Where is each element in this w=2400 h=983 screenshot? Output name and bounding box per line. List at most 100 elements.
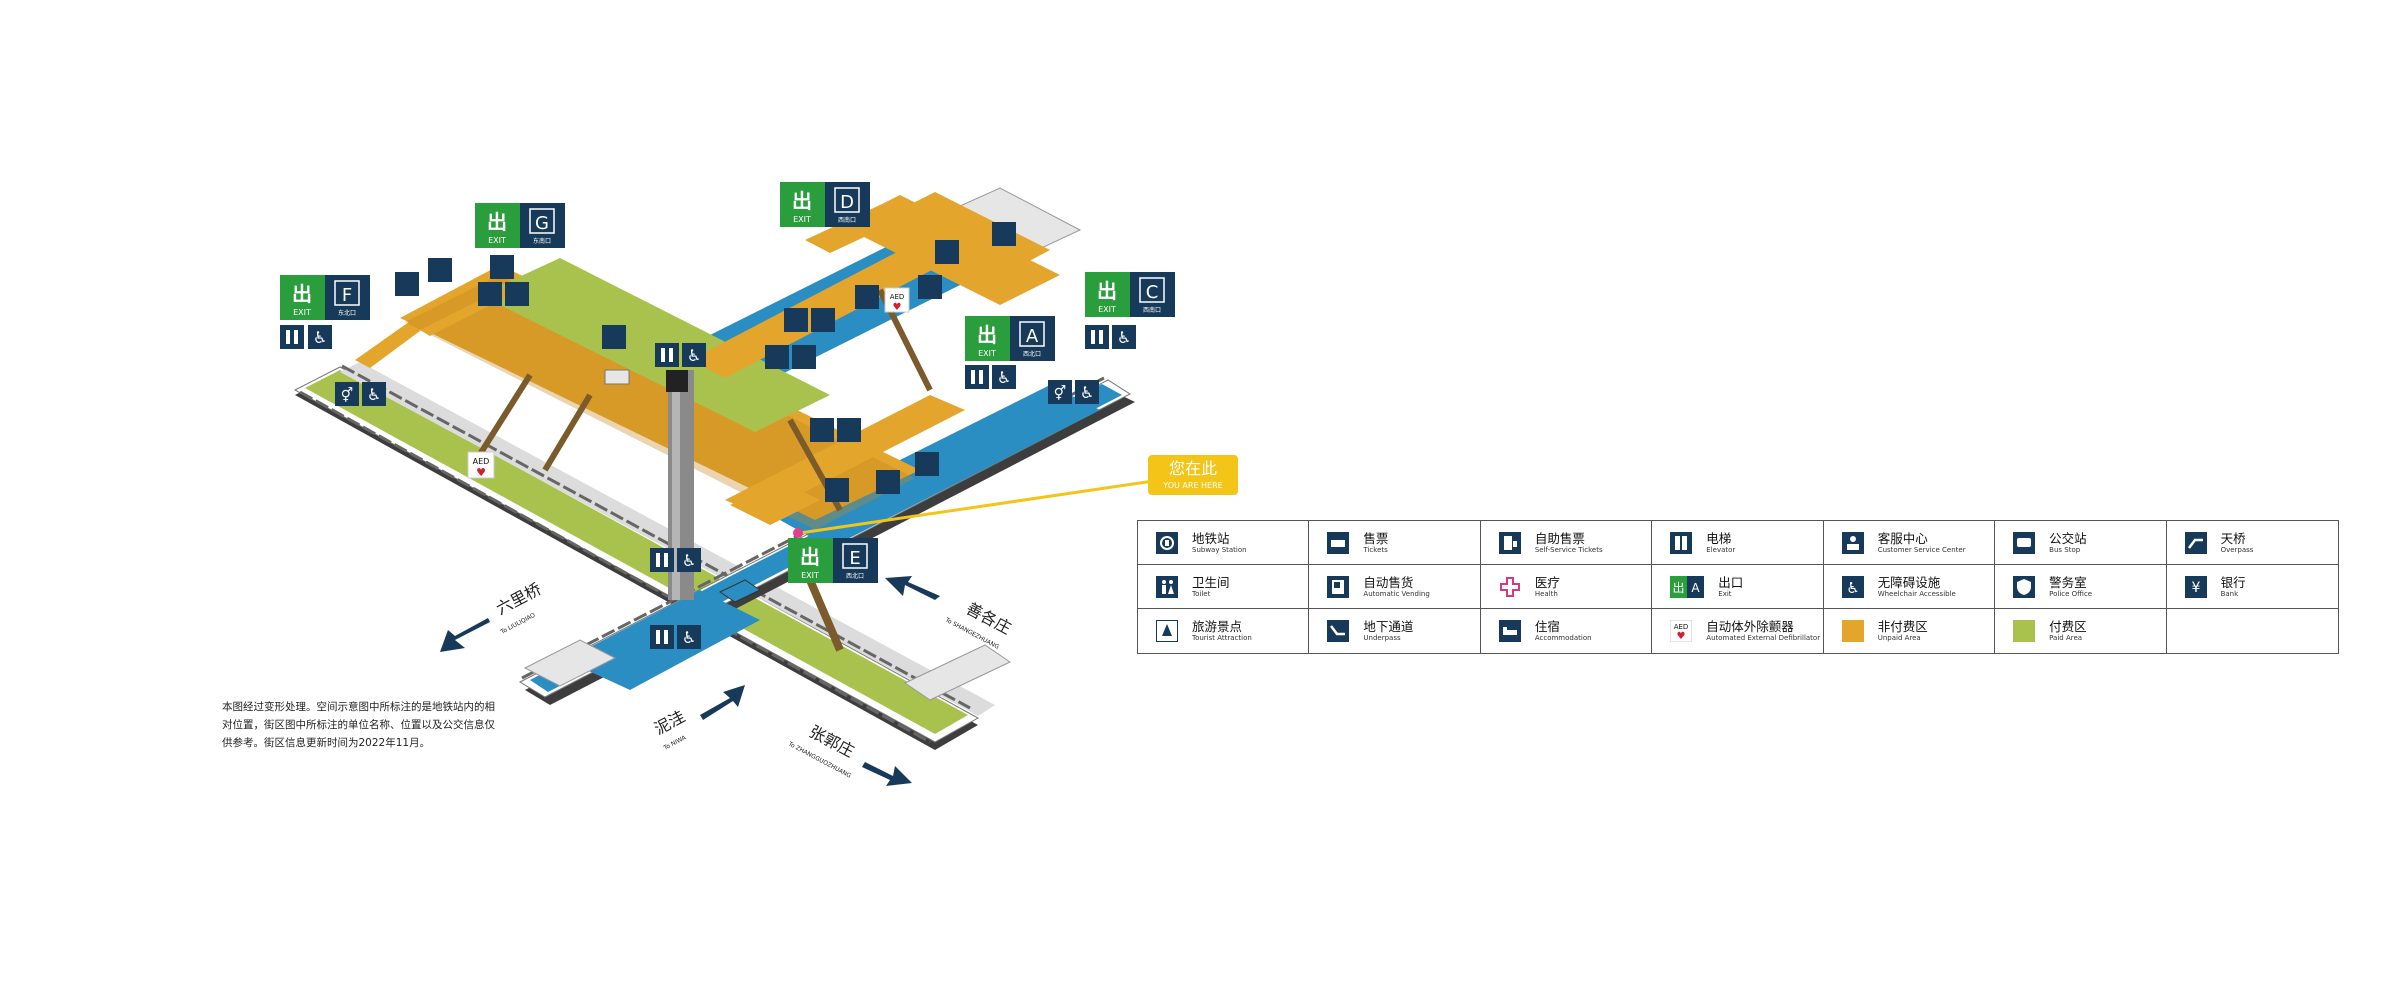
- legend-label-zh: 自动售货: [1363, 574, 1414, 590]
- legend-label-en: Underpass: [1363, 634, 1401, 642]
- platform-east: [780, 385, 1100, 548]
- toilet-icon: ⚥: [335, 382, 359, 406]
- svg-text:EXIT: EXIT: [293, 308, 311, 317]
- legend-label-en: Paid Area: [2049, 634, 2083, 642]
- svg-text:♥: ♥: [893, 302, 902, 313]
- svg-text:♥: ♥: [476, 466, 486, 479]
- exit-f-sign[interactable]: 出 EXIT F 东北口: [280, 275, 370, 320]
- station-map: 您在此 YOU ARE HERE 出 EXIT G 东南口 出 EXIT F 东…: [280, 182, 1238, 786]
- svg-text:出: 出: [1673, 581, 1685, 595]
- legend-label-en: Subway Station: [1192, 545, 1247, 554]
- exit-c-sign[interactable]: 出 EXIT C 西南口: [1085, 272, 1175, 317]
- svg-text:F: F: [342, 285, 352, 306]
- legend-label-zh: 警务室: [2049, 574, 2087, 590]
- paid-area-swatch: [2013, 620, 2036, 642]
- svg-text:西南口: 西南口: [1143, 306, 1161, 314]
- svg-text:AED: AED: [1674, 623, 1689, 631]
- legend-label-en: Wheelchair Accessible: [1877, 589, 1956, 598]
- legend-label-zh: 银行: [2220, 574, 2246, 590]
- svg-text:西北口: 西北口: [846, 572, 864, 580]
- bank-icon: ¥: [2184, 575, 2207, 598]
- wheelchair-icon: ♿: [677, 625, 701, 649]
- legend-label-en: Accommodation: [1534, 634, 1592, 642]
- svg-text:♿: ♿: [313, 328, 327, 347]
- overpass-icon: [2184, 531, 2207, 554]
- you-are-here-en: YOU ARE HERE: [1162, 481, 1222, 490]
- legend-label-en: Self-Service Tickets: [1534, 545, 1603, 554]
- direction-niwa: 泥洼 To NIWA: [651, 685, 745, 752]
- svg-text:♿: ♿: [367, 385, 381, 404]
- legend-label-en: Police Office: [2049, 589, 2093, 598]
- exit-e-sign[interactable]: 出 EXIT E 西北口: [788, 538, 878, 583]
- svg-text:EXIT: EXIT: [801, 571, 819, 580]
- legend-label-en: Health: [1534, 589, 1558, 598]
- lower-level: [293, 362, 995, 750]
- svg-text:AED: AED: [890, 293, 905, 301]
- self-service-tickets-icon: [490, 255, 514, 279]
- exit-d-sign[interactable]: 出 EXIT D 西南口: [780, 182, 870, 227]
- svg-text:C: C: [1146, 282, 1159, 303]
- legend-label-zh: 出口: [1718, 574, 1744, 590]
- svg-text:To NIWA: To NIWA: [662, 734, 688, 752]
- legend-label-en: Automated External Defibrillator: [1706, 634, 1821, 642]
- legend-label-zh: 付费区: [2049, 619, 2087, 634]
- vending-icon: [1327, 575, 1350, 598]
- aed-icon: AED ♥: [467, 451, 495, 479]
- bus-stop-icon: [2013, 531, 2036, 554]
- legend-label-zh: 天桥: [2220, 530, 2246, 546]
- svg-text:出: 出: [800, 545, 820, 569]
- svg-text:出: 出: [977, 323, 997, 347]
- aed-icon: AED ♥: [884, 287, 910, 313]
- legend-label-en: Tourist Attraction: [1192, 634, 1252, 642]
- toilet-icon: [1156, 575, 1178, 598]
- elevator-icon: [1670, 531, 1693, 554]
- svg-text:出: 出: [792, 189, 812, 213]
- svg-text:EXIT: EXIT: [488, 236, 506, 245]
- wheelchair-icon: ♿: [308, 325, 332, 349]
- svg-text:♿: ♿: [1117, 328, 1131, 347]
- legend-label-zh: 电梯: [1706, 530, 1732, 546]
- subway-station-icon: [1156, 531, 1178, 554]
- svg-text:西南口: 西南口: [838, 216, 856, 224]
- svg-text:EXIT: EXIT: [1098, 305, 1116, 314]
- disclaimer-note: 本图经过变形处理。空间示意图中所标注的是地铁站内的相对位置，街区图中所标注的单位…: [222, 701, 495, 749]
- exit-g-sign[interactable]: 出 EXIT G 东南口: [475, 203, 565, 248]
- wheelchair-icon: ♿: [677, 548, 701, 572]
- legend-label-zh: 地下通道: [1363, 619, 1414, 634]
- exit-a-sign[interactable]: 出 EXIT A 西北口: [965, 316, 1055, 361]
- police-icon: [428, 258, 452, 282]
- legend-label-zh: 自动体外除颤器: [1706, 619, 1794, 634]
- legend-label-en: Bank: [2220, 589, 2239, 598]
- wheelchair-icon: ♿: [1112, 325, 1136, 349]
- svg-text:♿: ♿: [997, 368, 1011, 387]
- customer-service-icon: [784, 308, 808, 332]
- legend-label-en: Toilet: [1192, 589, 1211, 598]
- svg-text:♥: ♥: [1677, 631, 1686, 642]
- police-icon: [918, 275, 942, 299]
- you-are-here-dot: [793, 528, 803, 538]
- svg-text:♿: ♿: [687, 346, 701, 365]
- self-service-tickets-icon: [992, 222, 1016, 246]
- direction-shangezhuang: 善各庄 To SHANGEZHUANG: [885, 576, 1014, 651]
- wheelchair-icon: ♿: [362, 382, 386, 406]
- tourist-attraction-icon: [1156, 620, 1178, 642]
- health-icon: [1499, 576, 1521, 598]
- elevator-icon: [965, 365, 989, 389]
- customer-service-icon: [1841, 531, 1864, 554]
- tickets-icon: [792, 345, 816, 369]
- police-icon: [915, 452, 939, 476]
- customer-service-icon: [765, 345, 789, 369]
- svg-text:东南口: 东南口: [533, 237, 551, 245]
- svg-text:♿: ♿: [682, 628, 696, 647]
